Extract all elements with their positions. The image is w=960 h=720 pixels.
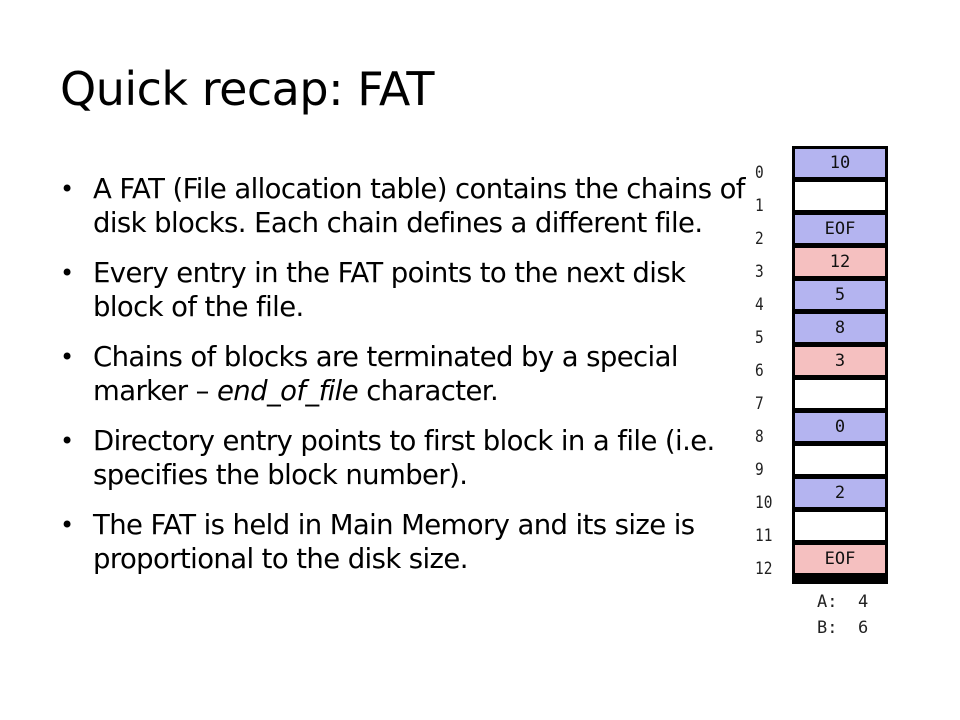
bullet-text-part: Chains of blocks are terminated by a spe… (93, 341, 678, 407)
bullet-item: • Chains of blocks are terminated by a s… (60, 340, 750, 408)
fat-index-label: 2 (755, 229, 764, 249)
fat-index-label: 3 (755, 262, 764, 282)
bullet-list: • A FAT (File allocation table) contains… (60, 172, 750, 592)
bullet-marker: • (60, 259, 74, 287)
fat-entry (795, 512, 885, 540)
fat-entry (795, 380, 885, 408)
bullet-marker: • (60, 427, 74, 455)
fat-index-label: 11 (755, 526, 773, 546)
fat-index-label: 0 (755, 163, 764, 183)
fat-entry: EOF (795, 215, 885, 243)
bullet-text: Chains of blocks are terminated by a spe… (93, 341, 678, 407)
fat-entry (795, 182, 885, 210)
fat-index-label: 5 (755, 328, 764, 348)
fat-entry: 0 (795, 413, 885, 441)
directory-entry: A: 4 (817, 592, 869, 612)
fat-index-label: 6 (755, 361, 764, 381)
bullet-text-part: character. (358, 375, 499, 407)
fat-entry: 12 (795, 248, 885, 276)
bullet-text: Directory entry points to first block in… (93, 425, 715, 491)
fat-entry: EOF (795, 545, 885, 573)
fat-index-label: 8 (755, 427, 764, 447)
bullet-marker: • (60, 175, 74, 203)
bullet-item: • Every entry in the FAT points to the n… (60, 256, 750, 324)
fat-entry: 3 (795, 347, 885, 375)
fat-index-label: 7 (755, 394, 764, 414)
fat-index-label: 9 (755, 460, 764, 480)
bullet-text: The FAT is held in Main Memory and its s… (93, 509, 695, 575)
fat-entry: 10 (795, 149, 885, 177)
directory-entry: B: 6 (817, 618, 869, 638)
fat-index-label: 12 (755, 559, 773, 579)
bullet-item: • A FAT (File allocation table) contains… (60, 172, 750, 240)
fat-entry (795, 446, 885, 474)
fat-entry: 8 (795, 314, 885, 342)
fat-entry: 5 (795, 281, 885, 309)
bullet-text: A FAT (File allocation table) contains t… (93, 173, 745, 239)
bullet-emphasis: end_of_file (216, 375, 359, 407)
bullet-item: • Directory entry points to first block … (60, 424, 750, 492)
bullet-item: • The FAT is held in Main Memory and its… (60, 508, 750, 576)
fat-index-label: 1 (755, 196, 764, 216)
slide-title: Quick recap: FAT (60, 62, 434, 116)
fat-entry: 2 (795, 479, 885, 507)
fat-index-label: 10 (755, 493, 773, 513)
bullet-marker: • (60, 343, 74, 371)
bullet-marker: • (60, 511, 74, 539)
fat-index-label: 4 (755, 295, 764, 315)
bullet-text: Every entry in the FAT points to the nex… (93, 257, 686, 323)
